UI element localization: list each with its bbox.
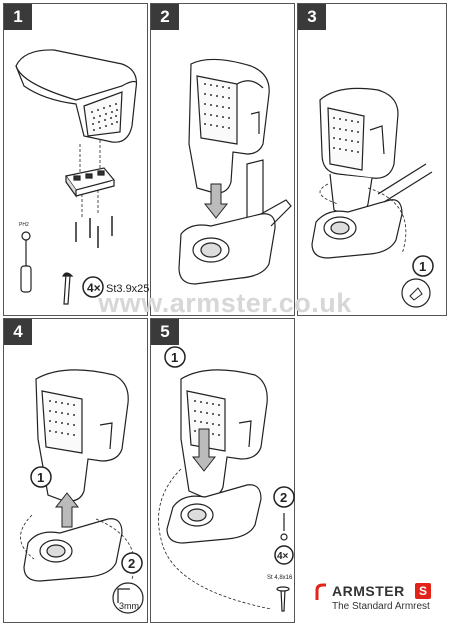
step-1-panel: 1	[3, 3, 149, 316]
armrest-texture	[204, 83, 230, 129]
down-arrow	[203, 183, 229, 219]
callout-2: 2	[280, 490, 287, 505]
screw-spec: St3.9x25	[106, 283, 149, 295]
step-number: 4	[4, 319, 32, 345]
step-number: 5	[151, 319, 179, 345]
console-base	[311, 163, 433, 259]
alignment-lines	[79, 140, 101, 218]
down-arrow	[191, 428, 217, 472]
lid-texture	[91, 103, 118, 131]
step-4-illustration: 1 2 3mm	[20, 369, 144, 614]
step-4-panel: 4 1 2 3mm	[3, 318, 148, 623]
step-number: 1	[4, 4, 32, 30]
screwdriver-icon	[20, 231, 32, 293]
console-base	[166, 484, 262, 544]
console-base	[23, 518, 123, 582]
callout-1: 1	[171, 350, 178, 365]
callout-1: 1	[419, 259, 426, 274]
measure-label: 3mm	[119, 601, 139, 611]
brand-tagline: The Standard Armrest	[332, 601, 430, 612]
step-5-illustration: 1 2 4× St 4,8x16	[158, 346, 295, 612]
step-number: 2	[151, 4, 179, 30]
brand-name: ARMSTER	[332, 583, 405, 599]
brand-badge: S	[415, 583, 431, 599]
clip-icon	[409, 287, 423, 301]
step-1-illustration: PH2 4× St3.9x25	[15, 49, 149, 305]
armrest-lid	[15, 49, 138, 143]
step-number: 3	[298, 4, 326, 30]
logo-mark-icon	[315, 583, 326, 600]
armrest-texture	[49, 400, 75, 436]
armrest-assembly	[188, 58, 270, 225]
watermark: www.armster.co.uk	[98, 288, 352, 318]
armrest-assembly	[180, 369, 268, 498]
callout-2: 2	[128, 556, 135, 571]
up-arrow	[54, 492, 80, 528]
screwdriver-tip-icon	[280, 513, 288, 541]
screw-icon	[62, 272, 74, 305]
screw-icon	[276, 586, 290, 612]
tool-label: PH2	[19, 222, 29, 228]
step-2-panel: 2	[150, 3, 295, 316]
step-3-panel: 3 1	[297, 3, 447, 316]
detail-circle	[112, 582, 144, 614]
armrest-assembly	[319, 87, 399, 217]
screw-count: 4×	[277, 551, 289, 562]
hex-key-icon	[117, 588, 130, 603]
step-3-illustration: 1	[311, 87, 434, 308]
mounting-bracket	[64, 167, 116, 198]
motion-lines	[319, 183, 407, 255]
step-2-illustration	[178, 58, 292, 285]
step-5-panel: 5 1 2 4× St 4,8x16	[150, 318, 295, 623]
screws	[75, 216, 113, 248]
console-base	[178, 199, 292, 285]
armrest-texture	[333, 117, 359, 153]
screw-spec: St 4,8x16	[267, 575, 293, 581]
motion-lines	[158, 468, 272, 610]
callout-1: 1	[37, 470, 44, 485]
armster-logo: ARMSTER S The Standard Armrest	[312, 582, 447, 618]
screw-count: 4×	[87, 281, 101, 295]
